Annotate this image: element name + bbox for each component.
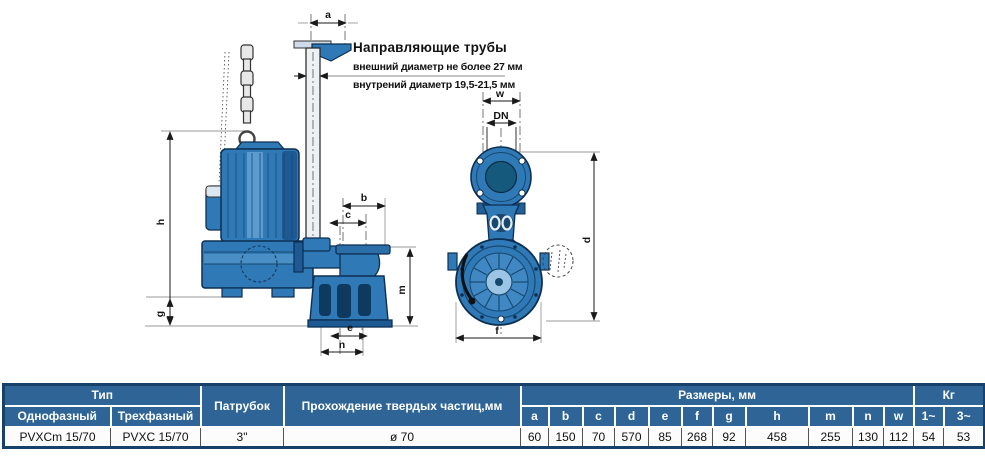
header-size-c: c (581, 404, 616, 428)
header-row-groups: Тип Патрубок Прохождение твердых частиц,… (2, 383, 985, 428)
dim-label-b: b (361, 192, 367, 204)
header-weight-3ph: 3~ (942, 404, 985, 428)
dim-g: g (154, 298, 174, 325)
power-cable (460, 253, 474, 301)
motor-cooling-ribs (227, 153, 293, 238)
cell-weight-3ph: 53 (943, 426, 985, 448)
header-size-w: w (882, 404, 915, 428)
dim-label-f: f (495, 325, 499, 337)
header-row-columns: Однофазный Трехфазный a b c d e f g h m … (2, 404, 985, 428)
cell-size-c: 70 (582, 426, 615, 448)
strainer-slot (337, 284, 351, 318)
chain-link-detail (501, 215, 513, 231)
dim-label-dn: DN (493, 110, 508, 122)
dim-label-m: m (396, 285, 408, 294)
header-solids: Прохождение твердых частиц,мм (282, 383, 522, 428)
pump-foot (221, 287, 243, 298)
header-weight-group: Кг (912, 383, 985, 407)
cell-branch: 3" (200, 426, 284, 448)
dim-label-n: n (339, 339, 345, 351)
cell-size-d: 570 (614, 426, 649, 448)
header-size-b: b (547, 404, 584, 428)
header-size-a: a (519, 404, 550, 428)
dim-n: n (320, 339, 364, 356)
annotation-line2: внутрений диаметр 19,5-21,5 мм (353, 79, 515, 91)
cell-size-n: 130 (852, 426, 884, 448)
header-branch: Патрубок (199, 383, 285, 428)
dim-h: h (155, 131, 174, 326)
dim-w: w (482, 88, 521, 105)
header-sizes-group: Размеры, мм (519, 383, 915, 407)
dim-label-c: c (345, 209, 351, 221)
cell-size-e: 85 (648, 426, 682, 448)
dim-d: d (581, 152, 598, 321)
dim-b: b (342, 192, 386, 210)
header-size-m: m (807, 404, 854, 428)
dim-label-w: w (495, 88, 505, 100)
volute-casing-side (201, 240, 314, 298)
pump-foot (271, 287, 295, 298)
cell-size-h: 458 (745, 426, 809, 448)
cell-size-b: 150 (548, 426, 583, 448)
cell-size-w: 112 (882, 426, 915, 448)
header-size-g: g (711, 404, 747, 428)
lifting-chain (240, 44, 254, 124)
data-row: PVXCm 15/70 PVXC 15/70 3" ø 70 60 150 70… (3, 426, 985, 448)
cell-size-a: 60 (520, 426, 549, 448)
header-size-d: d (613, 404, 650, 428)
dim-label-e: e (347, 322, 353, 334)
header-phase-single: Однофазный (2, 404, 112, 428)
volute-front (447, 238, 550, 326)
dim-label-a: a (325, 9, 331, 21)
annotation-line1: внешний диаметр не более 27 мм (353, 61, 523, 73)
cell-model-three: PVXC 15/70 (110, 426, 201, 448)
flange-bore (484, 160, 518, 194)
cell-size-m: 255 (808, 426, 853, 448)
chain-link-detail (489, 215, 501, 231)
dim-dn: DN (486, 110, 517, 127)
cell-size-g: 92 (712, 426, 746, 448)
dim-f: f (455, 325, 542, 342)
spec-table: Тип Патрубок Прохождение твердых частиц,… (2, 383, 985, 449)
cell-weight-1ph: 54 (913, 426, 945, 448)
dim-label-g: g (154, 311, 166, 317)
header-size-e: e (647, 404, 683, 428)
coupling-base (307, 244, 393, 328)
volute-ribs (470, 253, 528, 311)
pump-side-view: a h g b c m e (145, 9, 418, 357)
guide-tube (293, 40, 352, 252)
dim-c: c (329, 209, 367, 227)
discharge-flange-front (470, 146, 532, 208)
dim-a: a (298, 9, 358, 27)
dim-label-h: h (155, 219, 167, 225)
flange-bolt-holes (476, 157, 526, 197)
dim-label-d: d (581, 237, 593, 243)
header-phase-three: Трехфазный (109, 404, 202, 428)
guide-pipe-annotation: Направляющие трубы внешний диаметр не бо… (294, 40, 523, 91)
cell-model-single: PVXCm 15/70 (3, 426, 111, 448)
cell-solids: ø 70 (283, 426, 521, 448)
dimension-drawing: a h g b c m e (145, 9, 600, 357)
dim-m: m (396, 248, 414, 325)
cable-cloud (542, 244, 574, 278)
dim-e: e (330, 322, 368, 340)
header-size-f: f (680, 404, 714, 428)
pump-front-view: w DN d f (447, 88, 600, 343)
header-size-h: h (744, 404, 810, 428)
strainer-slot (358, 284, 371, 316)
annotation-title: Направляющие трубы (353, 40, 507, 55)
header-size-n: n (851, 404, 885, 428)
header-weight-1ph: 1~ (912, 404, 945, 428)
strainer-slot (319, 284, 331, 316)
cell-size-f: 268 (681, 426, 713, 448)
guide-tube-claw (302, 237, 331, 252)
header-type-group: Тип (2, 383, 202, 407)
motor-housing (220, 141, 300, 243)
